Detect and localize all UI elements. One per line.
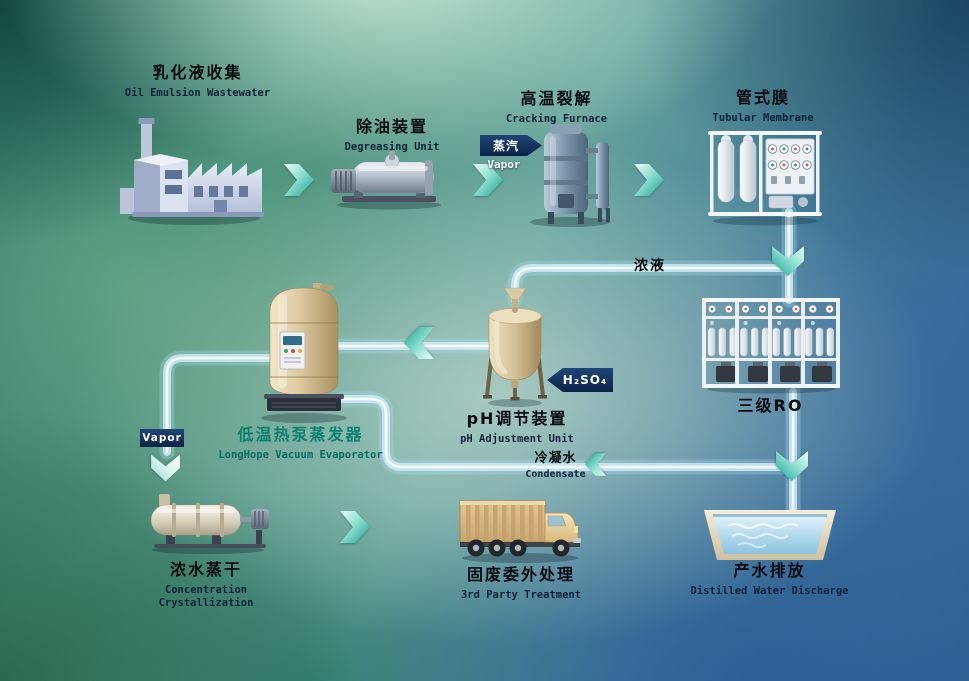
- disposal-label: 固废委外处理 3rd Party Treatment: [447, 565, 595, 602]
- arrow-vapor-down-icon: [148, 455, 184, 482]
- ro-label: 三级RO: [718, 396, 823, 416]
- vapor-out-tag: Vapor: [140, 429, 184, 447]
- ro-label-zh: 三级RO: [737, 396, 804, 415]
- condensate-label-en: Condensate: [525, 469, 586, 481]
- disposal-label-en: 3rd Party Treatment: [460, 589, 582, 601]
- disposal-label-zh: 固废委外处理: [466, 565, 575, 584]
- crystallizer-label-en: Concentration Crystallization: [158, 584, 254, 609]
- acid-tag-text: H₂SO₄: [562, 373, 608, 387]
- ph-unit-label: pH调节装置 pH Adjustment Unit: [452, 409, 582, 446]
- arrow-factory-to-degreaser-icon: [284, 164, 314, 196]
- membrane-label-zh: 管式膜: [735, 88, 790, 107]
- factory-illustration: [118, 108, 268, 226]
- degreaser-label: 除油装置 Degreasing Unit: [322, 117, 462, 154]
- condensate-flow-label: 冷凝水 Condensate: [513, 451, 598, 481]
- ph-unit-label-zh: pH调节装置: [466, 409, 568, 428]
- furnace-label-en: Cracking Furnace: [505, 113, 608, 125]
- discharge-label: 产水排放 Distilled Water Discharge: [672, 561, 867, 598]
- discharge-pool-illustration: [702, 506, 838, 564]
- arrow-membrane-to-ro-icon: [772, 246, 804, 276]
- steam-tag-zh: 蒸汽: [492, 139, 519, 153]
- crystallizer-label-zh: 浓水蒸干: [169, 560, 242, 579]
- tubular-membrane-illustration: [706, 126, 824, 226]
- evaporator-label: 低温热泵蒸发器 LongHope Vacuum Evaporator: [203, 425, 398, 462]
- membrane-label: 管式膜 Tubular Membrane: [698, 88, 828, 125]
- evaporator-label-en: LongHope Vacuum Evaporator: [218, 449, 383, 461]
- factory-label: 乳化液收集 Oil Emulsion Wastewater: [100, 63, 295, 100]
- steam-tag: 蒸汽: [480, 135, 542, 156]
- factory-label-en: Oil Emulsion Wastewater: [124, 87, 271, 99]
- condensate-label-zh: 冷凝水: [534, 451, 577, 466]
- discharge-label-zh: 产水排放: [733, 561, 806, 580]
- evaporator-illustration: [256, 282, 353, 424]
- furnace-illustration: [524, 122, 620, 228]
- arrow-furnace-to-membrane-icon: [634, 164, 664, 196]
- evaporator-label-zh: 低温热泵蒸发器: [237, 425, 364, 444]
- degreaser-illustration: [328, 148, 450, 210]
- ro-unit-illustration: [700, 292, 842, 394]
- degreaser-label-zh: 除油装置: [355, 117, 428, 136]
- arrow-ro-to-discharge-icon: [776, 451, 808, 481]
- crystallizer-label: 浓水蒸干 Concentration Crystallization: [136, 560, 276, 609]
- steam-tag-en: Vapor: [487, 158, 521, 171]
- concentrate-flow-label: 浓液: [634, 258, 666, 274]
- ph-vessel-illustration: [479, 286, 551, 408]
- truck-illustration: [456, 496, 588, 564]
- vapor-out-tag-text: Vapor: [142, 432, 182, 444]
- ph-unit-label-en: pH Adjustment Unit: [460, 433, 574, 445]
- factory-label-zh: 乳化液收集: [152, 63, 243, 82]
- furnace-label-zh: 高温裂解: [520, 89, 593, 108]
- furnace-label: 高温裂解 Cracking Furnace: [494, 89, 619, 126]
- membrane-label-en: Tubular Membrane: [712, 112, 814, 124]
- arrow-ph-to-evaporator-icon: [404, 327, 434, 359]
- discharge-label-en: Distilled Water Discharge: [690, 585, 849, 597]
- acid-tag: H₂SO₄: [547, 368, 613, 392]
- crystallizer-illustration: [146, 492, 273, 554]
- degreaser-label-en: Degreasing Unit: [344, 141, 440, 153]
- arrow-crystallizer-to-disposal-icon: [340, 511, 370, 543]
